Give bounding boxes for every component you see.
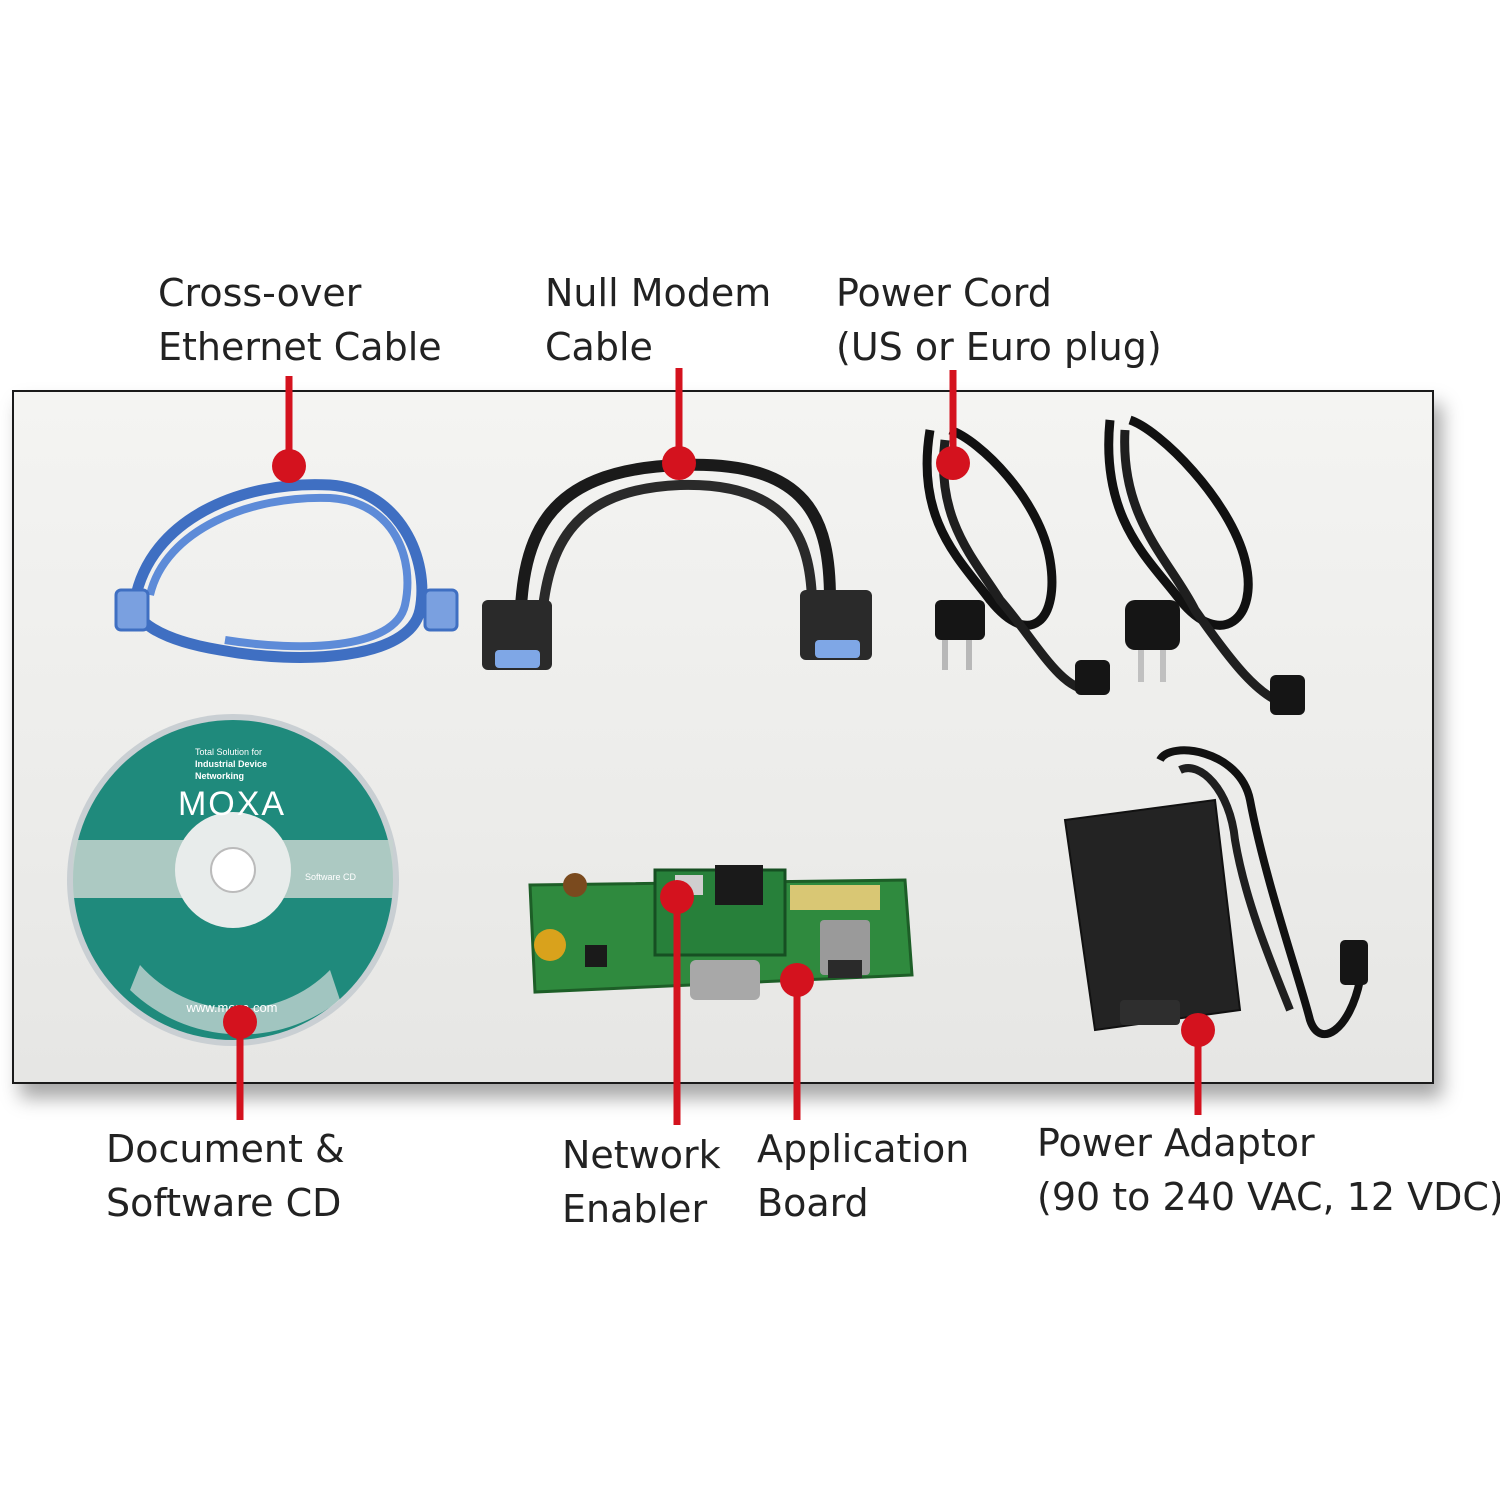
power-cord-us-plug	[922, 425, 1110, 695]
cd-tagline-2: Industrial Device	[195, 759, 267, 769]
callout-markers	[223, 368, 1215, 1125]
cd-brand-logo: MOXA	[178, 785, 286, 823]
label-line: Cross-over	[158, 271, 362, 315]
label-line: Enabler	[562, 1187, 708, 1231]
crossover-ethernet-cable	[114, 479, 459, 663]
label-line: Cable	[545, 325, 653, 369]
label-line: Power Cord	[836, 271, 1052, 315]
label-line: Application	[757, 1127, 970, 1171]
power-cord-euro-plug	[1104, 415, 1305, 715]
label-line: (US or Euro plug)	[836, 325, 1162, 369]
cd-tagline-3: Networking	[195, 771, 244, 781]
label-power-adaptor: Power Adaptor (90 to 240 VAC, 12 VDC)	[1037, 1116, 1500, 1224]
label-line: Network	[562, 1133, 721, 1177]
cd-tagline-1: Total Solution for	[195, 747, 262, 757]
label-software-cd: Document & Software CD	[106, 1122, 345, 1230]
label-null-modem-cable: Null Modem Cable	[545, 266, 771, 374]
label-line: Ethernet Cable	[158, 325, 442, 369]
software-cd: Total Solution for Industrial Device Net…	[67, 714, 399, 1046]
null-modem-cable	[482, 458, 872, 670]
label-line: (90 to 240 VAC, 12 VDC)	[1037, 1175, 1500, 1219]
power-adaptor	[1063, 746, 1368, 1038]
label-line: Power Adaptor	[1037, 1121, 1315, 1165]
cd-software-label: Software CD	[305, 872, 357, 882]
label-line: Document &	[106, 1127, 345, 1171]
label-line: Board	[757, 1181, 869, 1225]
label-power-cord: Power Cord (US or Euro plug)	[836, 266, 1162, 374]
label-network-enabler: Network Enabler	[562, 1128, 721, 1236]
label-crossover-ethernet-cable: Cross-over Ethernet Cable	[158, 266, 442, 374]
label-application-board: Application Board	[757, 1122, 969, 1230]
label-line: Software CD	[106, 1181, 342, 1225]
label-line: Null Modem	[545, 271, 772, 315]
